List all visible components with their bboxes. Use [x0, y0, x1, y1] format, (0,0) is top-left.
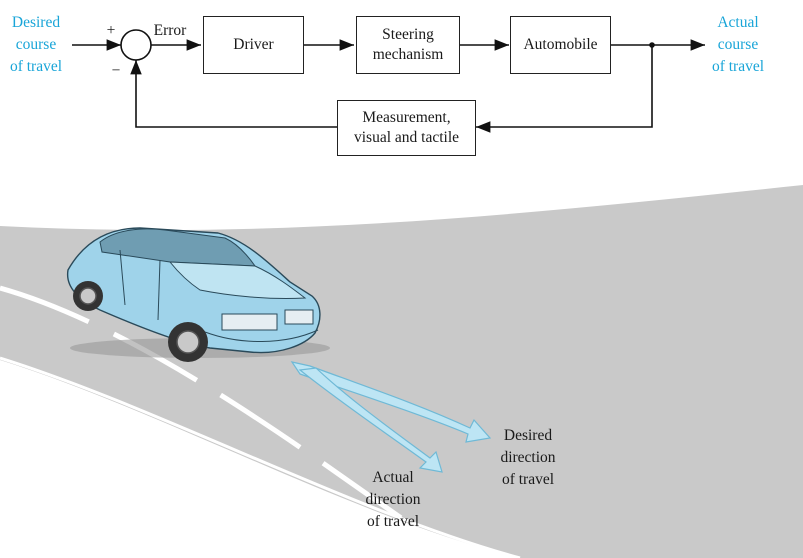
steering-mechanism-block: Steering mechanism — [356, 16, 460, 74]
desired-course-label: Desired course of travel — [9, 14, 63, 75]
desired-direction-label: Desired direction of travel — [500, 427, 556, 488]
plus-sign: + — [106, 22, 116, 39]
road-edge-line — [0, 356, 521, 558]
summing-junction — [120, 29, 152, 61]
error-label: Error — [153, 22, 187, 39]
measurement-block: Measurement, visual and tactile — [337, 100, 476, 156]
actual-course-label: Actual course of travel — [711, 14, 765, 75]
desired-direction-arrow — [290, 361, 492, 443]
actual-direction-arrow — [298, 367, 443, 473]
automobile-block: Automobile — [510, 16, 611, 74]
minus-sign: − — [111, 62, 121, 79]
car-icon — [66, 227, 330, 362]
driver-block: Driver — [203, 16, 304, 74]
direction-arrows — [290, 361, 492, 473]
road-center-stripe — [0, 285, 442, 548]
actual-direction-label: Actual direction of travel — [365, 469, 421, 530]
